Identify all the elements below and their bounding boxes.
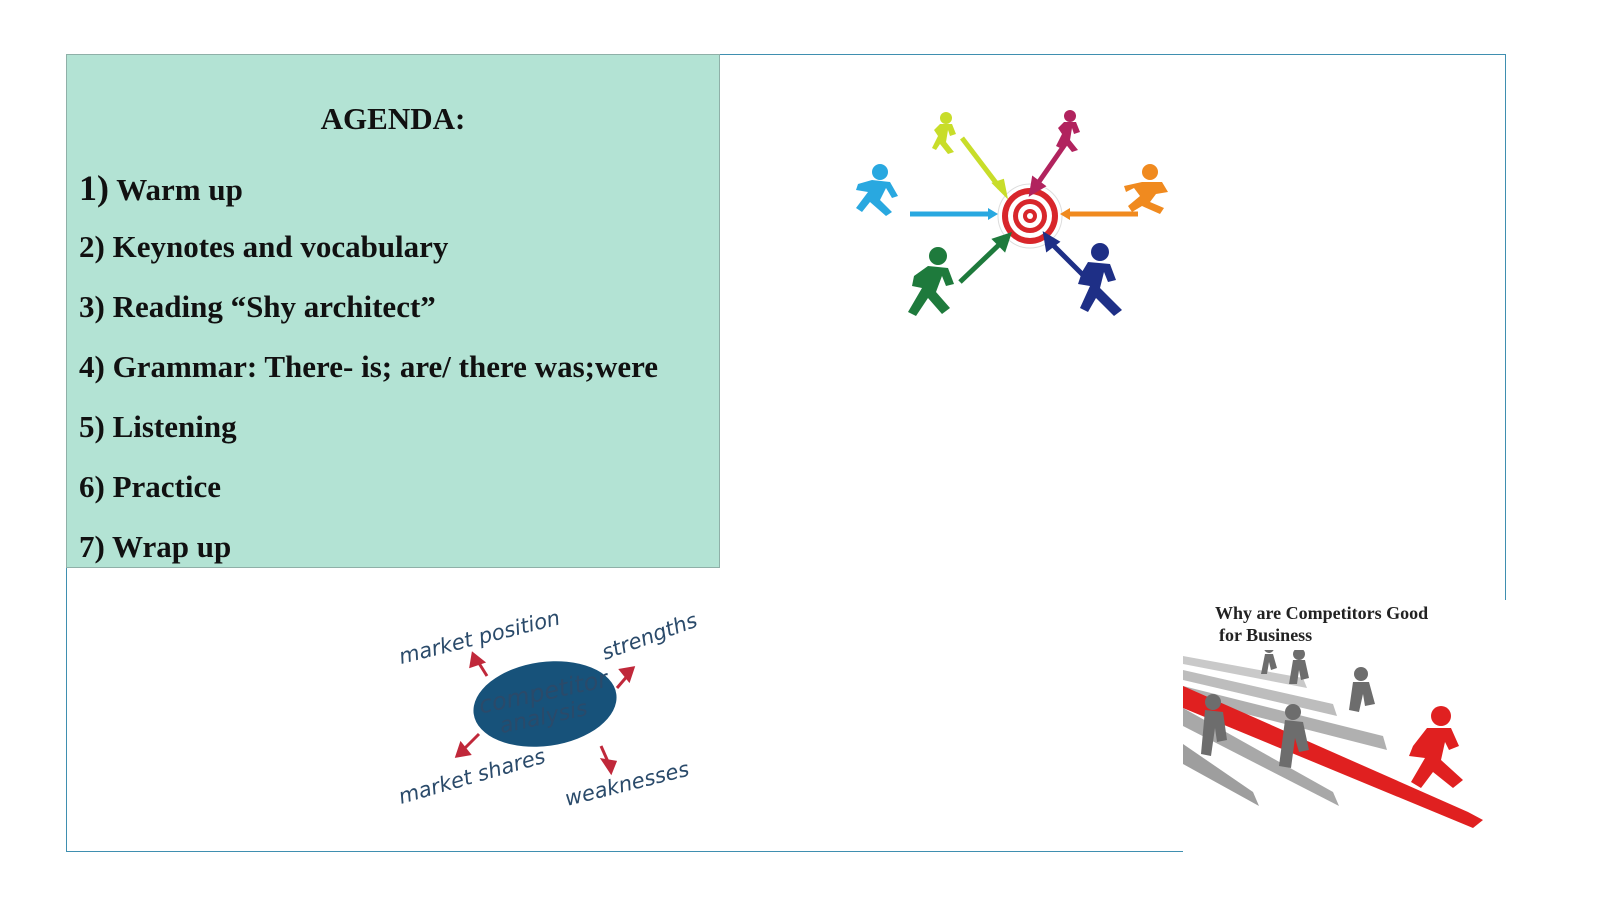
red-lane bbox=[1183, 686, 1483, 828]
runner-lime-icon bbox=[932, 112, 956, 154]
target-icon bbox=[997, 183, 1063, 249]
runner-navy-icon bbox=[1078, 243, 1122, 316]
runner-blue-light-icon bbox=[856, 164, 898, 216]
agenda-box: AGENDA: 1) Warm up 2) Keynotes and vocab… bbox=[66, 54, 720, 568]
red-runner-icon bbox=[1409, 706, 1463, 788]
runner-orange-icon bbox=[1124, 164, 1168, 214]
agenda-item-3: 3) Reading “Shy architect” bbox=[79, 289, 436, 324]
runners-race-illustration bbox=[1183, 650, 1483, 828]
label-strengths: strengths bbox=[599, 608, 701, 665]
target-runners-illustration bbox=[856, 110, 1168, 316]
agenda-item-5: 5) Listening bbox=[79, 409, 237, 444]
agenda-item-1: 1) Warm up bbox=[79, 168, 243, 208]
agenda-item-2: 2) Keynotes and vocabulary bbox=[79, 229, 449, 264]
agenda-item-6: 6) Practice bbox=[79, 469, 221, 504]
agenda-title: AGENDA: bbox=[320, 101, 466, 136]
grey-runners bbox=[1201, 650, 1375, 768]
agenda-item-4: 4) Grammar: There- is; are/ there was;we… bbox=[79, 349, 659, 384]
label-weaknesses: weaknesses bbox=[562, 757, 691, 811]
runner-green-icon bbox=[908, 247, 954, 316]
competitors-title: Why are Competitors Good for Business bbox=[1215, 603, 1429, 645]
label-market-shares: market shares bbox=[396, 744, 548, 809]
competitor-analysis-diagram: competitor analysis market position stre… bbox=[396, 608, 701, 811]
competitor-analysis-ellipse bbox=[473, 661, 617, 747]
runner-magenta-icon bbox=[1056, 110, 1080, 152]
race-lanes bbox=[1183, 656, 1483, 828]
agenda-item-7: 7) Wrap up bbox=[79, 529, 232, 564]
